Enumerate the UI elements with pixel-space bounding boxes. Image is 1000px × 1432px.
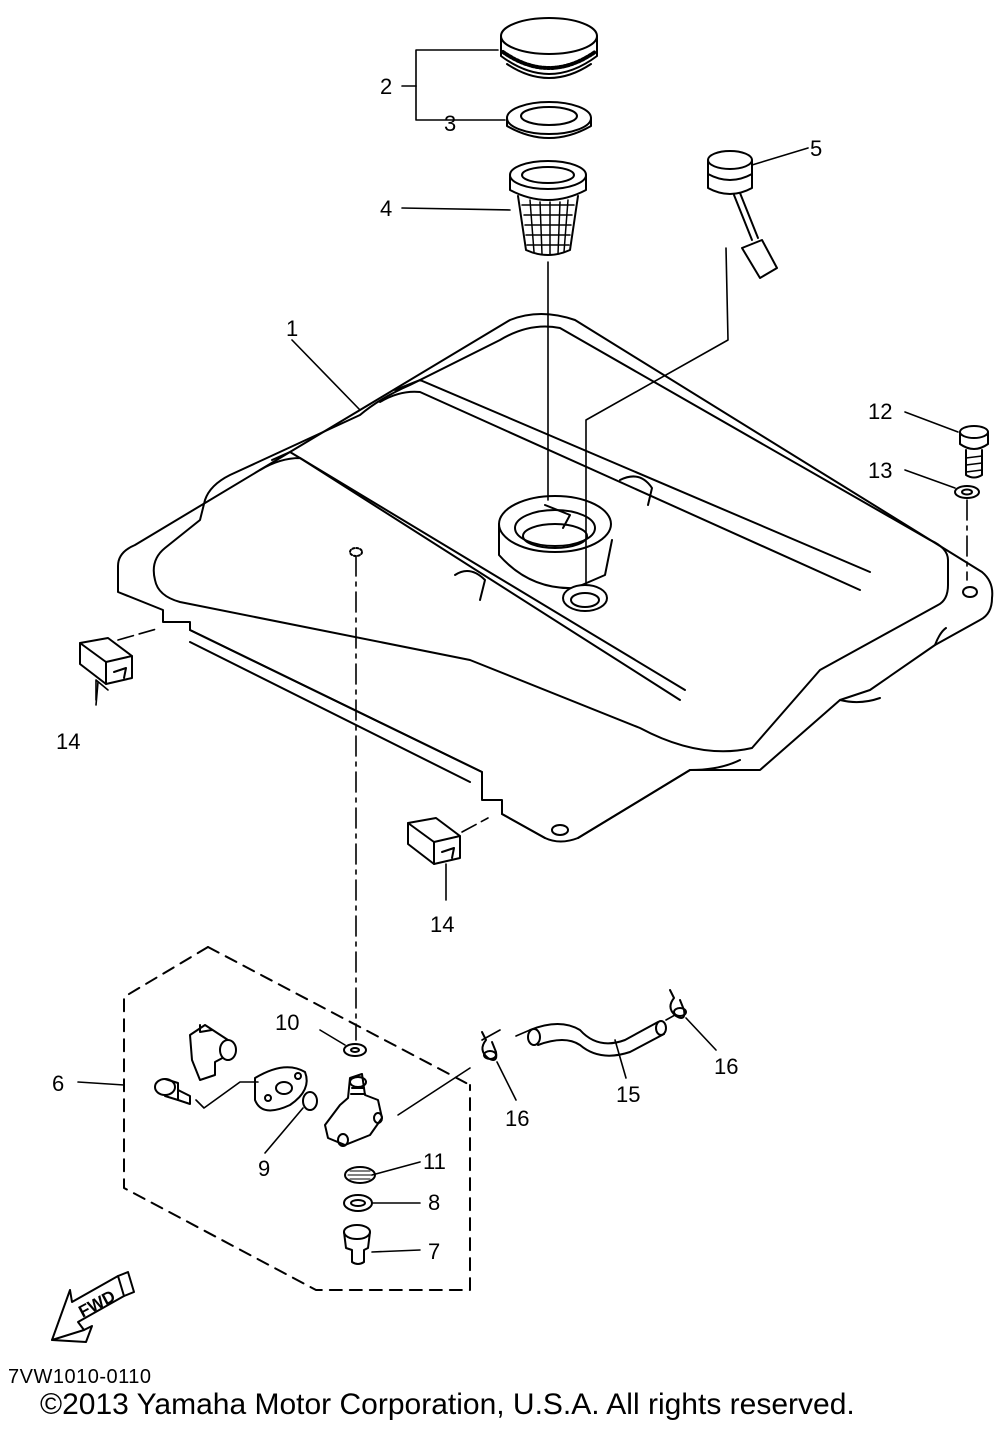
callout-16-left: 16: [505, 1106, 529, 1131]
alignment-lines: [117, 247, 968, 1041]
damper-right: [407, 817, 461, 865]
bolt: [959, 425, 989, 479]
callout-numbers: 1 2 3 4 5 6 7 8 9 10 11 12 13 14 14 15 1…: [52, 74, 892, 1264]
fuel-cock-lever: [189, 1024, 237, 1081]
fuel-hose: [527, 1020, 667, 1057]
washer: [954, 485, 980, 499]
callout-14-left: 14: [56, 729, 80, 754]
hose-clip-left: [481, 1031, 498, 1061]
damper-left: [79, 637, 133, 685]
callout-8: 8: [428, 1190, 440, 1215]
callout-10: 10: [275, 1010, 299, 1035]
callout-12: 12: [868, 399, 892, 424]
filter-cup-o-ring: [343, 1194, 373, 1212]
fuel-cock-body: [324, 1073, 383, 1147]
callout-9: 9: [258, 1156, 270, 1181]
callout-15: 15: [616, 1082, 640, 1107]
callout-11: 11: [423, 1149, 446, 1174]
fuel-level-gauge: [707, 150, 778, 279]
fuel-cock-washer: [343, 1043, 367, 1057]
fuel-strainer: [509, 160, 587, 256]
callout-3: 3: [444, 111, 456, 136]
callout-7: 7: [428, 1239, 440, 1264]
fuel-cock-screw: [154, 1078, 191, 1105]
leader-lines: [77, 49, 959, 1253]
fuel-cock-assembly-outline: [123, 946, 471, 1291]
fwd-arrow: FWD: [51, 1271, 135, 1343]
callout-1: 1: [286, 316, 298, 341]
callout-2: 2: [380, 74, 392, 99]
fuel-cap: [500, 17, 598, 79]
callout-14-right: 14: [430, 912, 454, 937]
cap-gasket: [506, 101, 592, 139]
hose-clip-right: [669, 989, 687, 1019]
fuel-tank: [117, 313, 994, 843]
callout-13: 13: [868, 458, 892, 483]
callout-16-right: 16: [714, 1054, 738, 1079]
fuel-cock-plate: [254, 1066, 308, 1112]
callout-5: 5: [810, 136, 822, 161]
callout-6: 6: [52, 1071, 64, 1096]
filter-cup-screen: [344, 1166, 376, 1184]
part-diagram-code: 7VW1010-0110: [8, 1366, 152, 1388]
o-ring: [302, 1091, 318, 1111]
callout-4: 4: [380, 196, 392, 221]
copyright-notice: ©2013 Yamaha Motor Corporation, U.S.A. A…: [40, 1388, 855, 1421]
filter-cup: [343, 1224, 371, 1265]
